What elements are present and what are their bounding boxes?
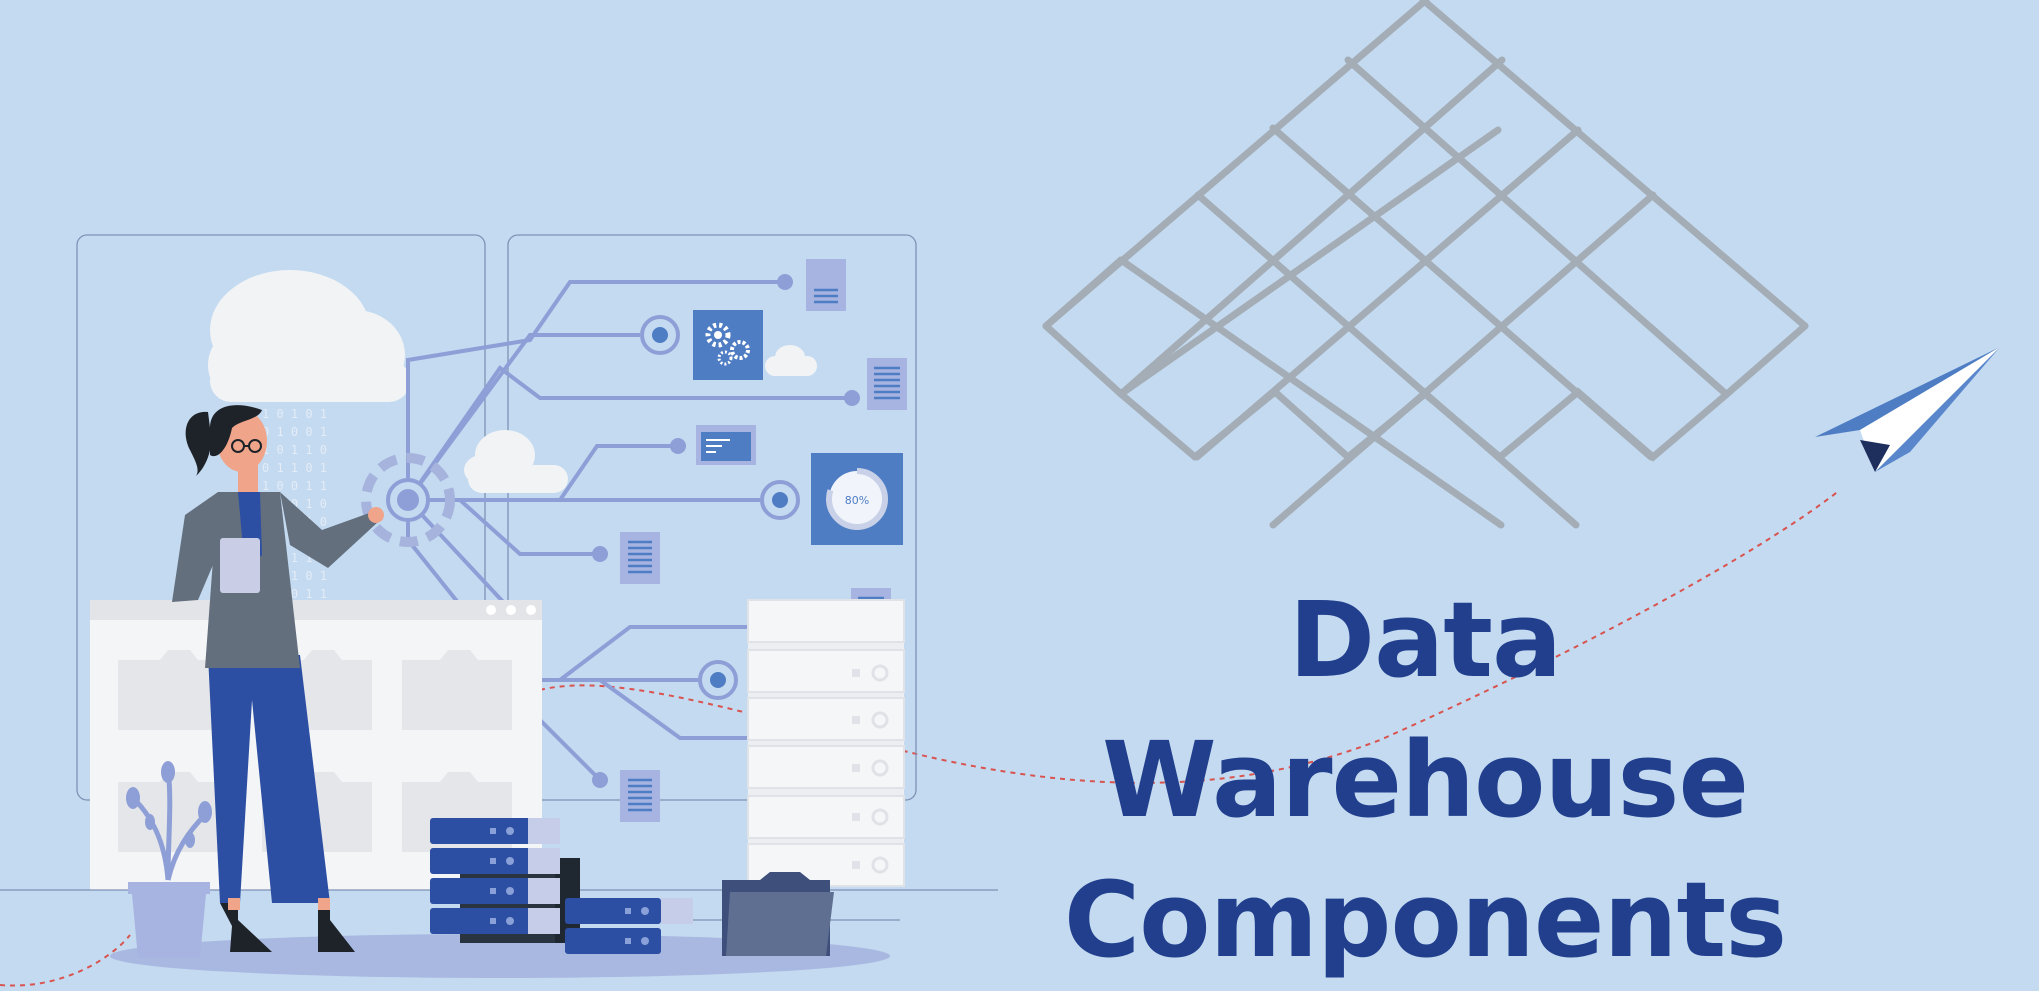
- document-icon: [620, 532, 660, 584]
- donut-chart-icon: 80%: [811, 453, 903, 545]
- page-title: Data Warehouse Components: [960, 570, 1890, 990]
- cloud-icon-small: [464, 430, 568, 493]
- woman-figure: [172, 405, 384, 952]
- plant-icon: [126, 761, 212, 958]
- page-title-line-1: Data Warehouse: [1102, 579, 1749, 841]
- donut-percent-label: 80%: [845, 494, 869, 507]
- server-rack: [747, 599, 905, 887]
- right-panel-frame: [507, 234, 917, 801]
- page-title-line-2: Components: [1063, 859, 1787, 981]
- folder-icon: [722, 872, 834, 956]
- document-icon: [867, 358, 907, 410]
- svg-text:1 0 1 0 1: 1 0 1 0 1: [262, 407, 327, 421]
- svg-text:1 0 0 1 1: 1 0 0 1 1: [262, 479, 327, 493]
- svg-text:0 1 0 0 1: 0 1 0 0 1: [262, 425, 327, 439]
- hub-ring-decoration: [361, 453, 455, 547]
- circuit-ring-dots: [397, 327, 788, 688]
- svg-text:0 1 1 0 1: 0 1 1 0 1: [262, 461, 327, 475]
- document-icon: [620, 770, 660, 822]
- floor-shadow: [110, 934, 890, 978]
- cloud-icon: [208, 270, 410, 402]
- svg-text:1 0 1 1 0: 1 0 1 1 0: [262, 443, 327, 457]
- dashed-flight-path: [0, 489, 1841, 987]
- document-icon: [806, 259, 846, 311]
- gear-icon: [693, 310, 763, 380]
- diamond-grid-decoration: [1042, 0, 1809, 529]
- cloud-icon-tiny: [765, 345, 817, 376]
- server-stack-icon: [430, 818, 693, 954]
- paper-plane-icon: [1815, 347, 2000, 472]
- window-icon: [696, 425, 756, 465]
